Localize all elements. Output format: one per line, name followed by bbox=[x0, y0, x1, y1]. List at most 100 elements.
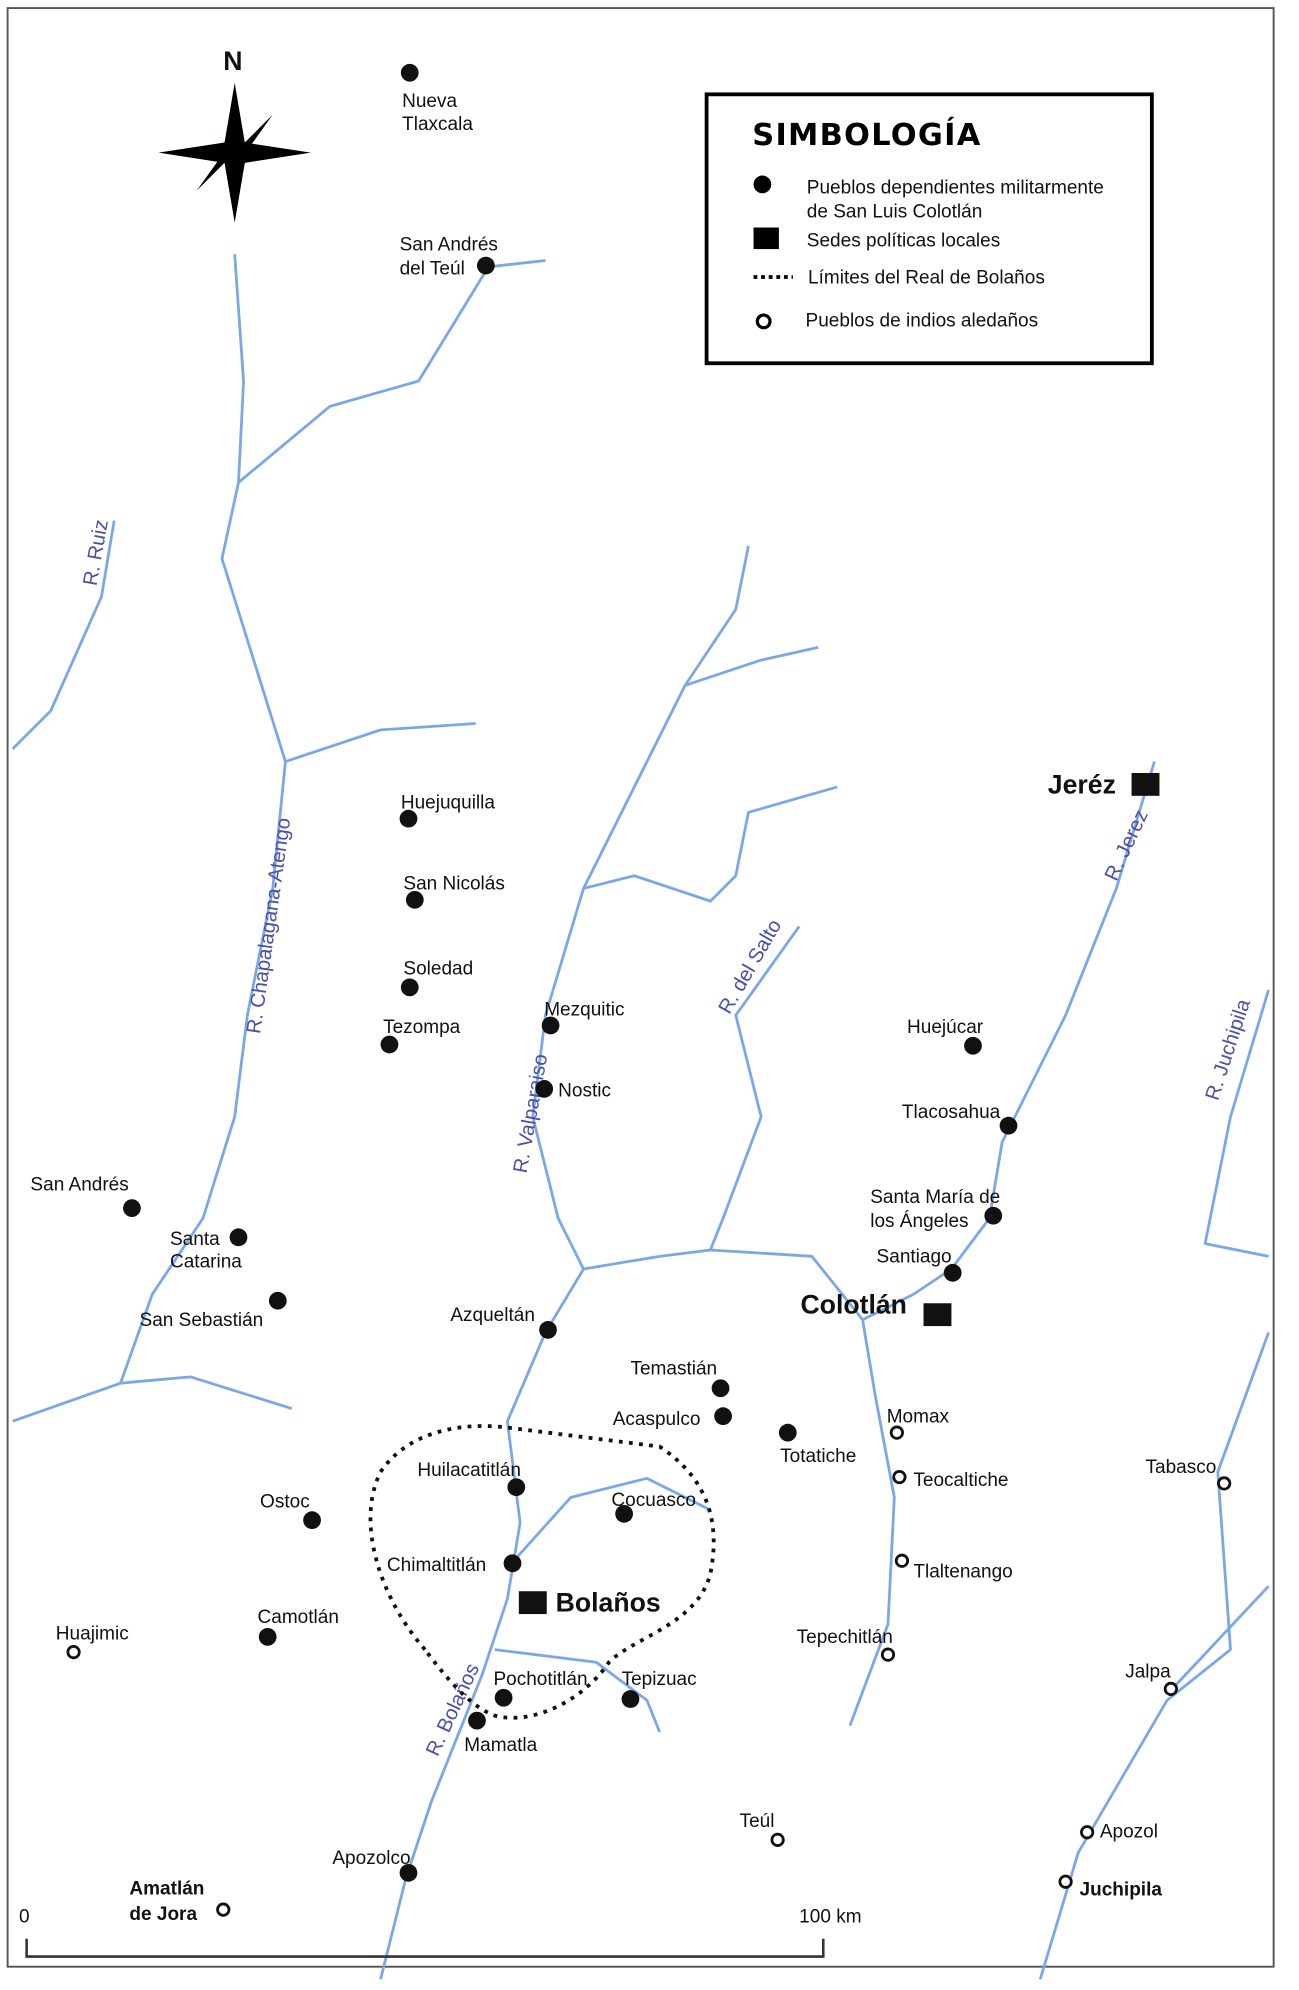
town-dot-icon bbox=[268, 1291, 287, 1310]
indian-town-ring-icon bbox=[892, 1469, 907, 1485]
town-label: Tezompa bbox=[383, 1017, 461, 1038]
town-dot-icon bbox=[468, 1711, 486, 1730]
rivers bbox=[11, 254, 1270, 1980]
indian-town-ring-icon bbox=[889, 1425, 904, 1440]
town-dot-icon bbox=[778, 1423, 797, 1442]
town-dot-icon bbox=[539, 1321, 557, 1339]
town-label: Huajimic bbox=[56, 1623, 129, 1644]
town-dot-icon bbox=[400, 63, 419, 82]
town-label: Azqueltán bbox=[450, 1305, 535, 1326]
town-label: Chimaltitlán bbox=[387, 1555, 486, 1576]
indian-town-ring-icon bbox=[1163, 1681, 1178, 1697]
town-label: los Ángeles bbox=[870, 1211, 968, 1232]
town-dot-icon bbox=[303, 1511, 321, 1530]
town-label: Totatiche bbox=[780, 1446, 856, 1467]
town-label: Teocaltiche bbox=[913, 1470, 1008, 1491]
town-dot-icon bbox=[999, 1116, 1018, 1135]
town-dot-icon bbox=[399, 1863, 418, 1882]
political-seat-label: Colotlán bbox=[800, 1289, 907, 1319]
town-label: Juchipila bbox=[1080, 1880, 1163, 1901]
town-label: Pochotitlán bbox=[493, 1669, 587, 1690]
indian-town-ring-icon bbox=[1217, 1476, 1232, 1491]
town-label: Tepizuac bbox=[622, 1669, 697, 1690]
town-label: San Nicolás bbox=[403, 874, 504, 895]
town-label: Cocuasco bbox=[611, 1490, 696, 1511]
indian-town-ring-icon bbox=[770, 1832, 785, 1847]
legend-title: SIMBOLOGÍA bbox=[752, 117, 981, 153]
town-label: Mamatla bbox=[464, 1735, 537, 1756]
town-label: Ostoc bbox=[260, 1491, 310, 1512]
town-dot-icon bbox=[714, 1407, 732, 1426]
town-dot-icon bbox=[964, 1036, 982, 1055]
town-label: Tlaltenango bbox=[913, 1561, 1012, 1582]
town-label: Huilacatitlán bbox=[417, 1460, 521, 1481]
town-label: Mezquitic bbox=[544, 999, 624, 1020]
scale-bar: 0 100 km bbox=[19, 1906, 862, 1958]
legend-label: Pueblos dependientes militarmente bbox=[807, 177, 1104, 198]
town-label: Temastián bbox=[630, 1358, 717, 1379]
town-label: Amatlán bbox=[129, 1878, 204, 1899]
political-seat-label: Bolaños bbox=[556, 1588, 661, 1618]
town-dot-icon bbox=[494, 1688, 513, 1707]
indian-town-ring-icon bbox=[216, 1902, 231, 1917]
town-dot-icon bbox=[984, 1206, 1003, 1225]
town-dot-icon bbox=[380, 1035, 399, 1054]
town-label: Camotlán bbox=[258, 1607, 339, 1628]
town-dot-icon bbox=[476, 256, 495, 275]
town-label: Apozol bbox=[1100, 1821, 1158, 1842]
town-dot-icon bbox=[405, 890, 424, 909]
town-label: Santa bbox=[170, 1229, 220, 1250]
town-label: Tabasco bbox=[1146, 1457, 1217, 1478]
town-label: San Sebastián bbox=[140, 1310, 264, 1331]
indian-town-ring-icon bbox=[66, 1645, 81, 1660]
town-dot-icon bbox=[621, 1690, 640, 1708]
town-label: Tepechitlán bbox=[797, 1627, 893, 1648]
town-label: Soledad bbox=[403, 959, 473, 980]
town-label: Acaspulco bbox=[613, 1409, 701, 1430]
legend-label: de San Luis Colotlán bbox=[807, 201, 983, 222]
town-dot-icon bbox=[615, 1504, 634, 1523]
town-dot-icon bbox=[123, 1199, 141, 1217]
legend: SIMBOLOGÍA Pueblos dependientes militarm… bbox=[704, 92, 1154, 366]
hollow-circle-icon bbox=[755, 313, 772, 330]
indian-town-ring-icon bbox=[1058, 1874, 1073, 1889]
real-de-bolanos-boundary bbox=[368, 1424, 716, 1720]
town-dot-icon bbox=[258, 1628, 277, 1646]
scale-start-label: 0 bbox=[19, 1906, 30, 1927]
political-seat-square-icon bbox=[923, 1303, 952, 1327]
town-label: Tlaxcala bbox=[402, 114, 473, 135]
town-label: Santiago bbox=[877, 1247, 952, 1268]
town-label: del Teúl bbox=[400, 258, 465, 279]
town-dot-icon bbox=[399, 809, 418, 828]
town-label: Apozolco bbox=[332, 1848, 410, 1869]
indian-town-ring-icon bbox=[894, 1553, 910, 1568]
town-dot-icon bbox=[229, 1228, 248, 1247]
legend-label: Sedes políticas locales bbox=[807, 231, 1000, 252]
legend-label: Límites del Real de Bolaños bbox=[808, 267, 1045, 288]
compass-rose: N bbox=[158, 46, 311, 223]
political-seat-square-icon bbox=[518, 1591, 547, 1615]
indian-town-ring-icon bbox=[880, 1647, 896, 1662]
town-dot-icon bbox=[943, 1263, 962, 1282]
town-dot-icon bbox=[535, 1079, 554, 1098]
compass-north-label: N bbox=[223, 46, 242, 76]
filled-circle-icon bbox=[753, 175, 772, 194]
filled-square-icon bbox=[753, 227, 779, 250]
town-label: Momax bbox=[887, 1407, 950, 1428]
political-seat-square-icon bbox=[1131, 773, 1160, 796]
town-label: Huejuquilla bbox=[401, 793, 496, 814]
town-dot-icon bbox=[507, 1478, 526, 1497]
political-seat-label: Jeréz bbox=[1048, 769, 1116, 799]
town-label: Nostic bbox=[558, 1080, 611, 1101]
scale-end-label: 100 km bbox=[799, 1906, 861, 1927]
town-label: Santa María de bbox=[870, 1187, 1000, 1208]
town-dot-icon bbox=[711, 1379, 730, 1398]
town-dot-icon bbox=[503, 1554, 522, 1573]
town-label: San Andrés bbox=[30, 1174, 128, 1195]
town-label: Teúl bbox=[740, 1811, 775, 1832]
town-label: de Jora bbox=[129, 1904, 197, 1925]
